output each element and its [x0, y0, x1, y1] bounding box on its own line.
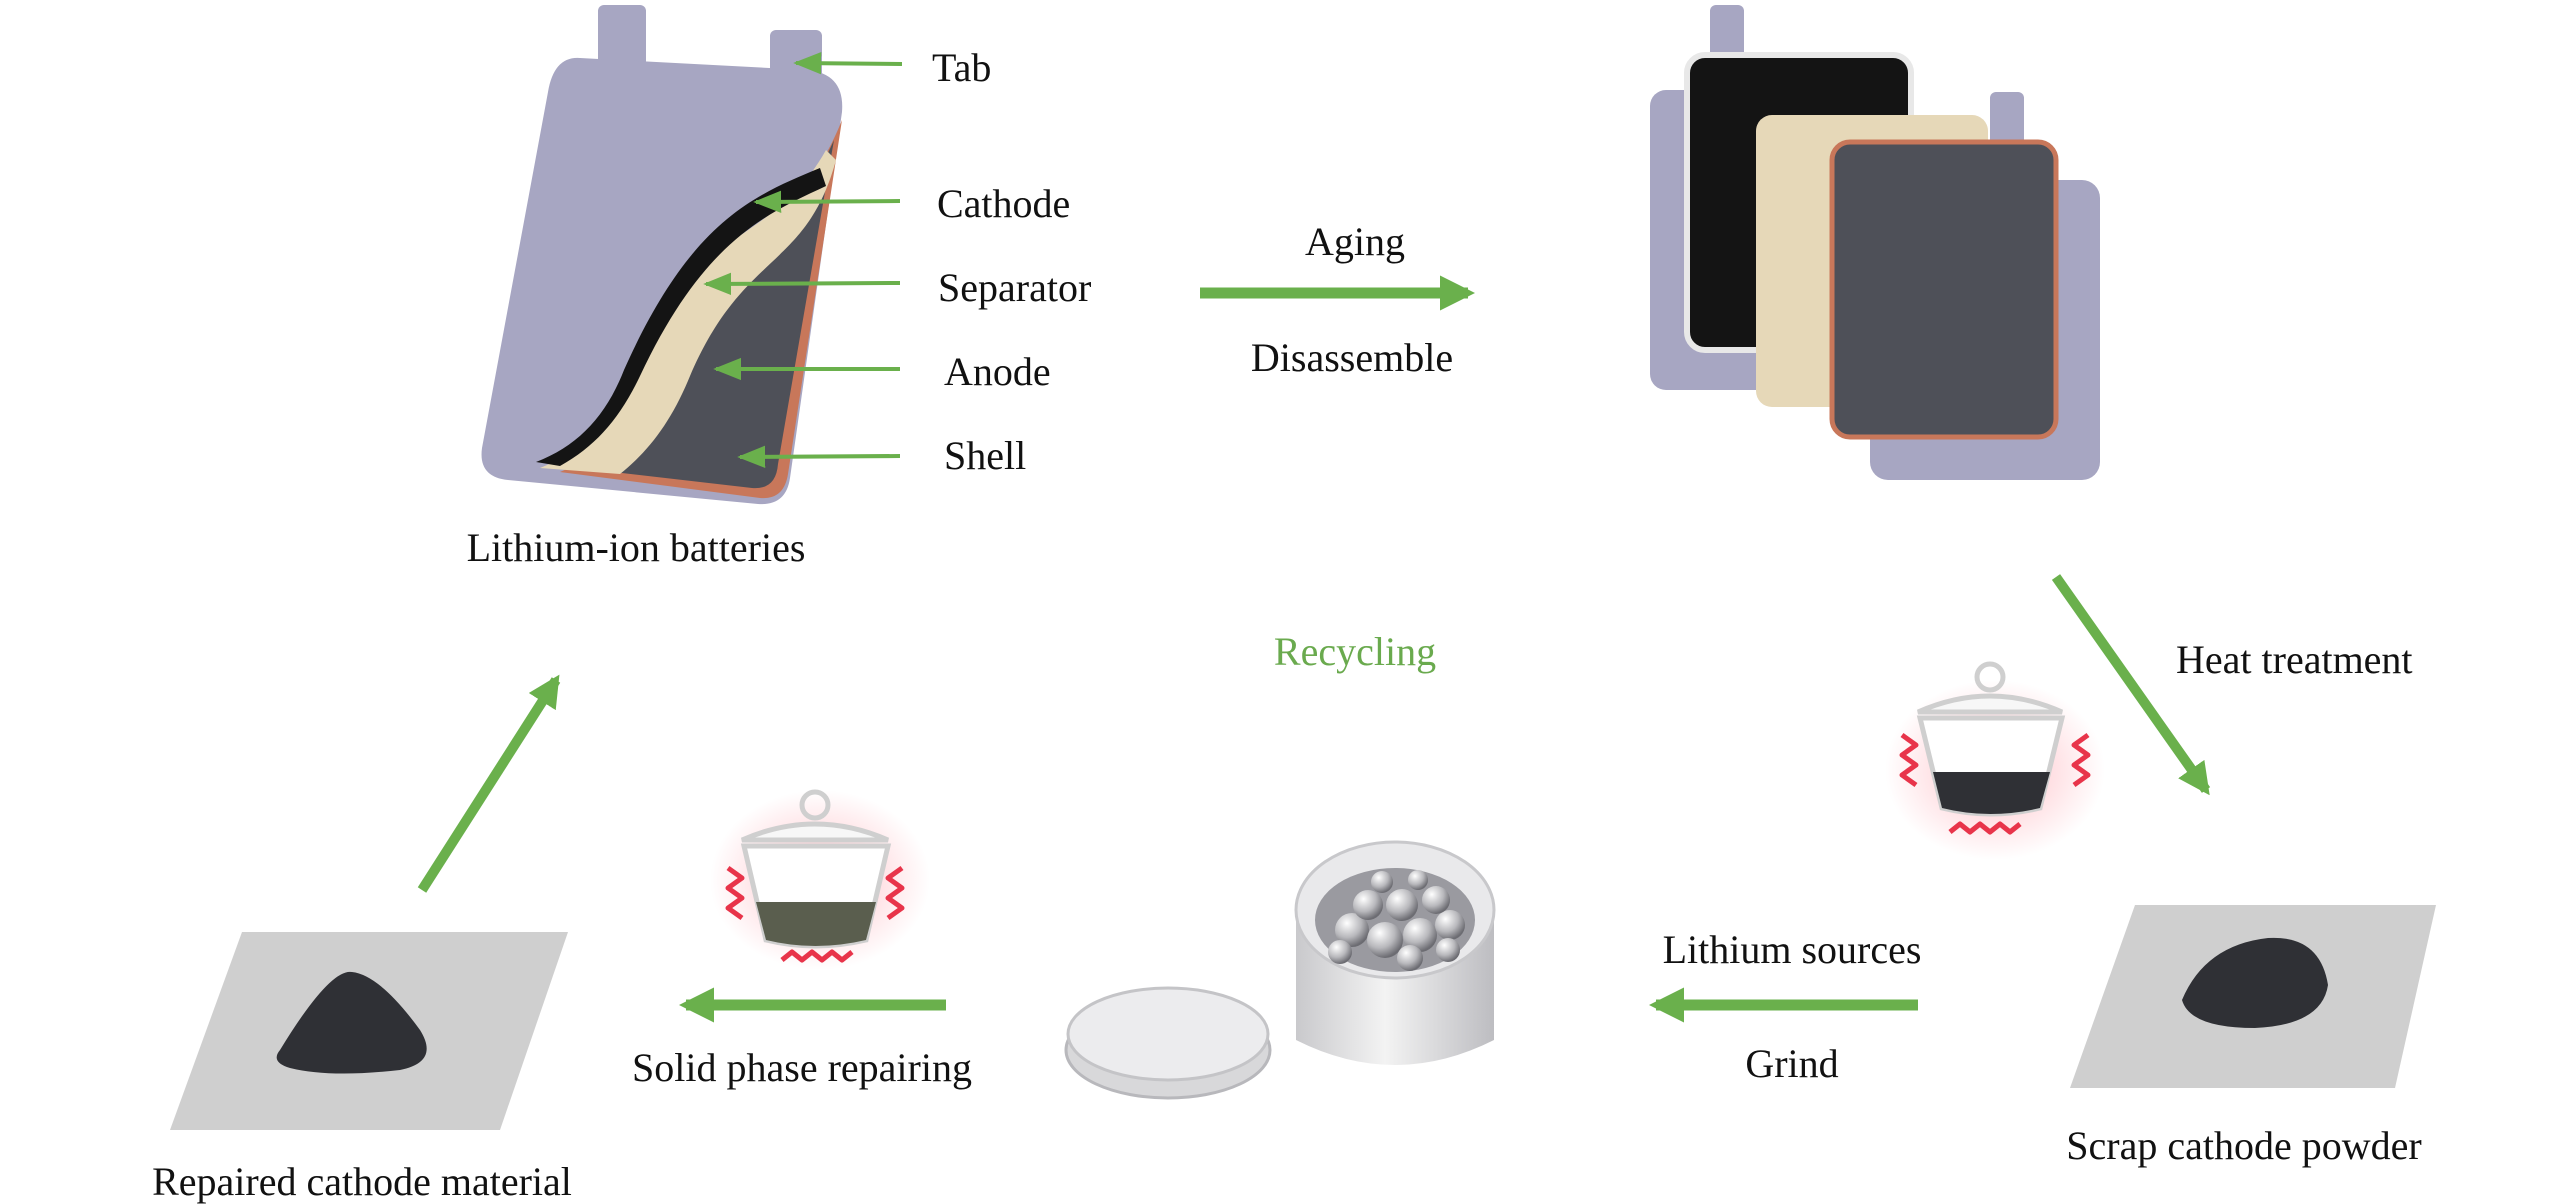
- lid-knob: [1974, 661, 2006, 693]
- separator-leader-arrow: [703, 272, 901, 296]
- electrode-sheets-icon: [1650, 5, 2100, 480]
- repaired-powder-pile: [276, 971, 427, 1074]
- scrap-powder-pile: [2182, 937, 2328, 1028]
- battery-title: Lithium-ion batteries: [466, 525, 806, 570]
- shell-label: Shell: [944, 433, 1027, 478]
- crucible-lid: [1916, 693, 2064, 715]
- recycling-label: Recycling: [1273, 629, 1437, 674]
- anode-label: Anode: [944, 349, 1051, 394]
- heat-wave-right: [885, 865, 905, 921]
- heat-wave-bottom: [780, 949, 854, 963]
- crucible-lid: [740, 821, 890, 843]
- return-arrow: [417, 674, 561, 893]
- shell-leader-arrow: [737, 445, 901, 469]
- tab-label: Tab: [932, 45, 992, 90]
- heated-crucible-icon: [1885, 661, 2105, 860]
- crucible-powder: [756, 902, 876, 946]
- separator-label: Separator: [938, 265, 1092, 310]
- sheet-anode: [1829, 139, 2059, 440]
- milling-balls: [1328, 870, 1465, 971]
- crucible-powder: [1933, 772, 2050, 814]
- heat-wave-right: [2071, 732, 2091, 788]
- heat-treatment-label: Heat treatment: [2176, 637, 2413, 682]
- tab-leader-arrow: [793, 52, 903, 75]
- heat-treatment-arrow: [2051, 574, 2211, 796]
- cathode-leader-arrow: [753, 190, 901, 214]
- jar-lid-top: [1066, 986, 1270, 1082]
- heat-wave-left: [725, 865, 745, 921]
- repaired-material-label: Repaired cathode material: [152, 1159, 572, 1204]
- process-arrows: [417, 275, 2211, 1023]
- aging-label: Aging: [1305, 219, 1405, 264]
- battery-cutaway-icon: [481, 5, 843, 505]
- heat-wave-bottom: [1948, 821, 2022, 835]
- powder-pile-icon: [2070, 905, 2436, 1088]
- heat-wave-left: [1899, 732, 1919, 788]
- solid-phase-label: Solid phase repairing: [632, 1045, 972, 1090]
- powder-pile-icon: [170, 932, 568, 1130]
- disassemble-label: Disassemble: [1250, 335, 1454, 380]
- heated-crucible-icon: [710, 789, 930, 970]
- cathode-label: Cathode: [937, 181, 1071, 226]
- lid-knob: [799, 789, 831, 821]
- separator-layer: [540, 150, 836, 474]
- battery-leaders: [703, 52, 903, 469]
- lithium-sources-label: Lithium sources: [1662, 927, 1922, 972]
- grind-label: Grind: [1745, 1041, 1839, 1086]
- cathode-layer: [536, 168, 826, 466]
- ball-mill-jar-icon: [1064, 840, 1496, 1100]
- scrap-powder-label: Scrap cathode powder: [2066, 1123, 2422, 1168]
